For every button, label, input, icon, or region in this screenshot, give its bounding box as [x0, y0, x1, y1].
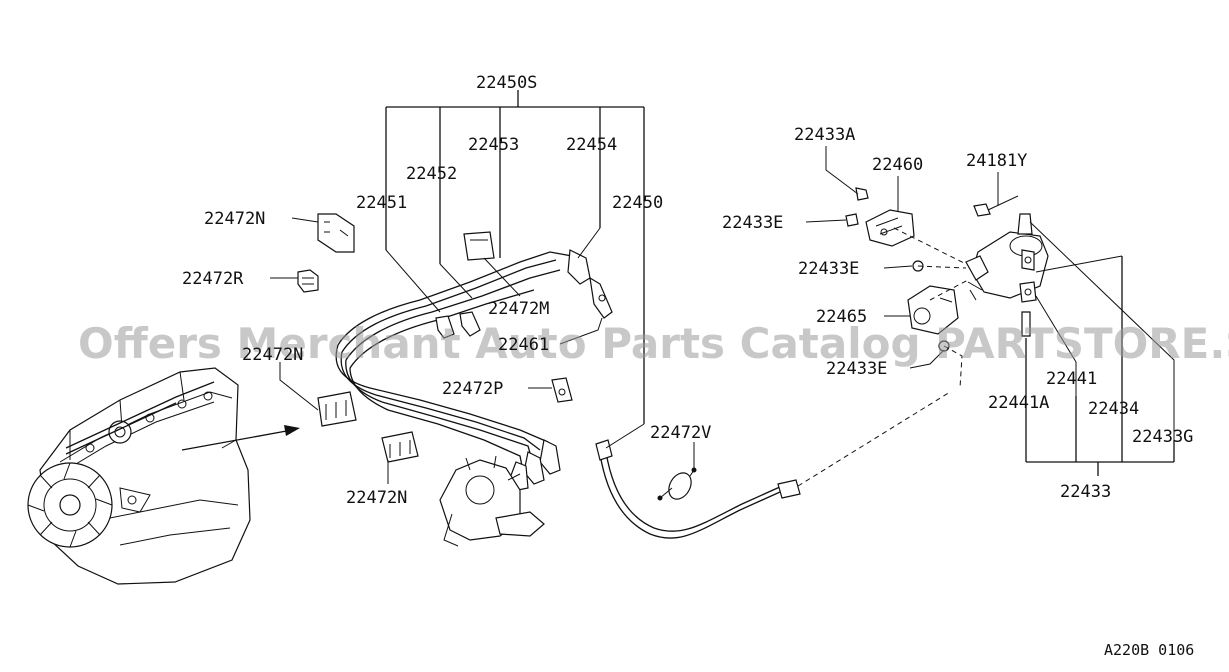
- clip-22472m: [463, 231, 495, 261]
- clip-22472r: [297, 269, 319, 293]
- label-22433E-top: 22433E: [722, 213, 783, 233]
- label-22451: 22451: [356, 193, 407, 213]
- label-22472V: 22472V: [650, 423, 711, 443]
- label-22465: 22465: [816, 307, 867, 327]
- coil-cable-illustration: [595, 439, 801, 539]
- label-24181Y: 24181Y: [966, 151, 1027, 171]
- ignition-coil-illustration: [965, 213, 1049, 303]
- label-22472R: 22472R: [182, 269, 244, 289]
- label-22453: 22453: [468, 135, 519, 155]
- label-22472N-bottom: 22472N: [346, 488, 407, 508]
- module-bracket-22460: [865, 209, 915, 247]
- label-22472N-top: 22472N: [204, 209, 265, 229]
- label-22434: 22434: [1088, 399, 1139, 419]
- leader-lines: [270, 90, 1175, 484]
- label-22472M: 22472M: [488, 299, 549, 319]
- label-22460: 22460: [872, 155, 923, 175]
- clip-22472n-mid: [317, 391, 357, 427]
- fasteners: [845, 187, 1031, 352]
- cable-harness-illustration: [335, 249, 613, 491]
- label-22472N-mid: 22472N: [242, 345, 303, 365]
- label-22461: 22461: [498, 335, 549, 355]
- label-22441: 22441: [1046, 369, 1097, 389]
- label-22454: 22454: [566, 135, 617, 155]
- label-22450: 22450: [612, 193, 663, 213]
- label-22450S: 22450S: [476, 73, 537, 93]
- label-22433: 22433: [1060, 482, 1111, 502]
- clip-22472n-top: [317, 213, 355, 253]
- label-22433A: 22433A: [794, 125, 855, 145]
- label-22472P: 22472P: [442, 379, 503, 399]
- clip-22472p: [551, 377, 573, 403]
- label-22433G: 22433G: [1132, 427, 1193, 447]
- watermark-text: Offers Merchant Auto Parts Catalog PARTS…: [78, 319, 1229, 368]
- label-22433E-bottom: 22433E: [826, 359, 887, 379]
- clip-22472n-bottom: [381, 431, 419, 463]
- distributor-illustration: [439, 455, 545, 547]
- label-22452: 22452: [406, 164, 457, 184]
- location-arrow: [181, 425, 300, 451]
- label-22441A: 22441A: [988, 393, 1049, 413]
- engine-block-illustration: [27, 367, 251, 585]
- ignition-module-22465: [907, 285, 959, 335]
- diagram-code: A220B 0106: [1104, 641, 1194, 659]
- label-22433E-mid: 22433E: [798, 259, 859, 279]
